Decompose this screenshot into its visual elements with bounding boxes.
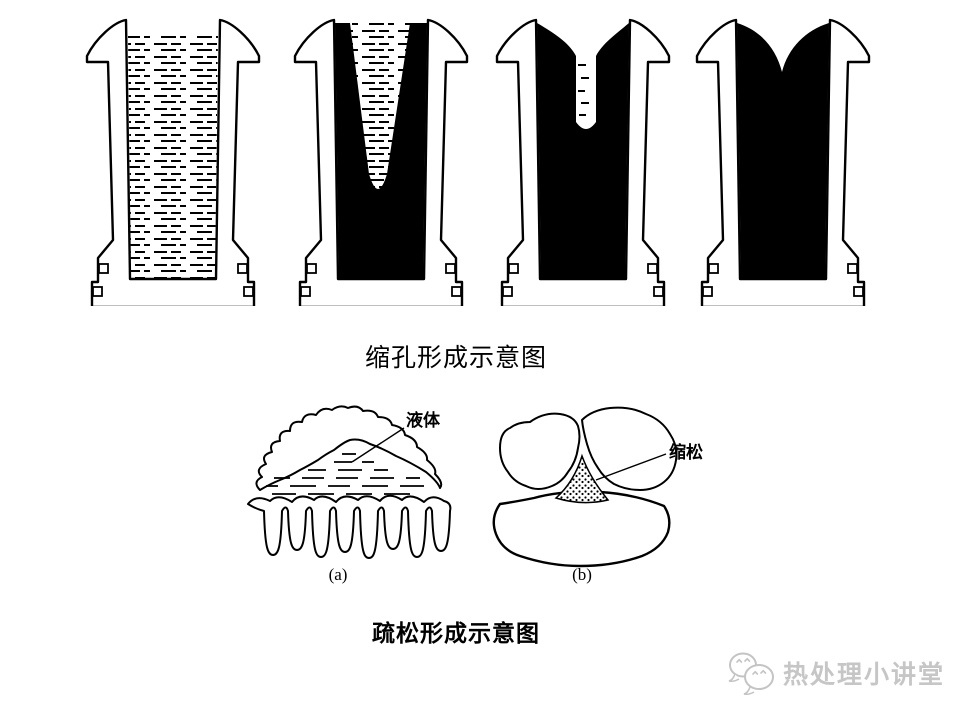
wechat-icon [728,652,774,696]
dendrite-diagram-a: 液体 (a) [247,405,452,584]
mold-stage-2-figure [293,18,469,306]
dendrite-upper-mass [255,405,443,491]
liquid-label: 液体 [406,410,441,430]
mold-stage-3-figure [495,18,671,306]
mold-outline [85,18,261,306]
watermark: 热处理小讲堂 [726,650,945,696]
mold-outline [695,18,871,306]
foot-notches [92,263,254,297]
slot-liquid-dashes [578,64,589,116]
mold-outline [293,18,469,306]
porosity-stipple-region [554,453,610,504]
grain-top-right [581,406,678,491]
sublabel-b: (b) [572,565,592,584]
mold-outline [495,18,671,306]
sublabel-a: (a) [329,565,348,584]
shrinkage-caption: 缩孔形成示意图 [364,345,547,372]
porosity-caption: 疏松形成示意图 [372,621,540,646]
mold-stage-4-figure [695,18,871,306]
liquid-fill [128,36,218,279]
solid-fill [537,23,629,279]
mold-stage-1-figure [85,18,261,306]
grain-diagram-b: 缩松 (b) [492,406,703,584]
liquid-dashes [266,453,424,495]
v-liquid-pool [350,23,410,189]
watermark-brand: 热处理小讲堂 [783,661,946,689]
liquid-leader-line [351,427,405,463]
porosity-label: 缩松 [669,442,703,462]
foot-notches [300,263,462,297]
foot-notches [702,263,864,297]
solid-fill [737,23,829,279]
grain-top-left [499,412,581,490]
shrinkage-cavity [737,23,829,72]
porosity-leader-line [595,453,667,481]
dendrite-bottom-comb [247,494,452,559]
foot-notches [502,263,664,297]
shrinkage-notch-and-slot [537,23,629,129]
